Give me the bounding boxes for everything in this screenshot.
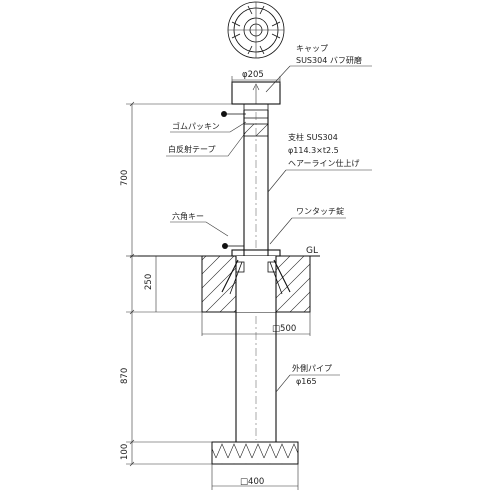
vertical-dimension-chain [126,101,232,467]
cap-material-label: SUS304 バフ研磨 [296,55,362,65]
above-ground-dimension: 700 [120,170,130,186]
concrete-foundation [201,255,311,313]
one-touch-lock-label: ワンタッチ錠 [296,206,344,216]
ground-level-label: GL [306,246,318,256]
cap-top-view [227,1,285,59]
hex-key-icon [222,243,244,249]
post-finish-label: ヘアーライン仕上げ [288,158,360,168]
base-slab [211,441,299,465]
post-shaft [243,110,269,256]
outer-pipe-diameter-label: φ165 [296,377,317,386]
post-title-label: 支柱 SUS304 [288,132,338,142]
base-thickness-dimension: 100 [120,444,130,460]
cap-diameter-label: φ205 [242,70,264,80]
pipe-depth-dimension: 870 [120,368,130,384]
reflective-tape-label: 白反射テープ [168,144,216,154]
cap-label: キャップ [296,44,328,53]
rubber-packing-label: ゴムパッキン [172,121,220,131]
base-width-label: □400 [240,477,264,487]
foundation-depth-dimension: 250 [144,274,154,290]
cap-side-view [231,76,281,105]
hex-key-label: 六角キー [172,211,204,221]
post-spec-label: φ114.3×t2.5 [288,146,339,155]
outer-pipe [235,312,277,442]
foundation-width-label: □500 [272,324,296,334]
outer-pipe-label: 外側パイプ [292,363,332,373]
cap-bolt-icon [221,111,246,117]
lock-flange [231,249,281,257]
